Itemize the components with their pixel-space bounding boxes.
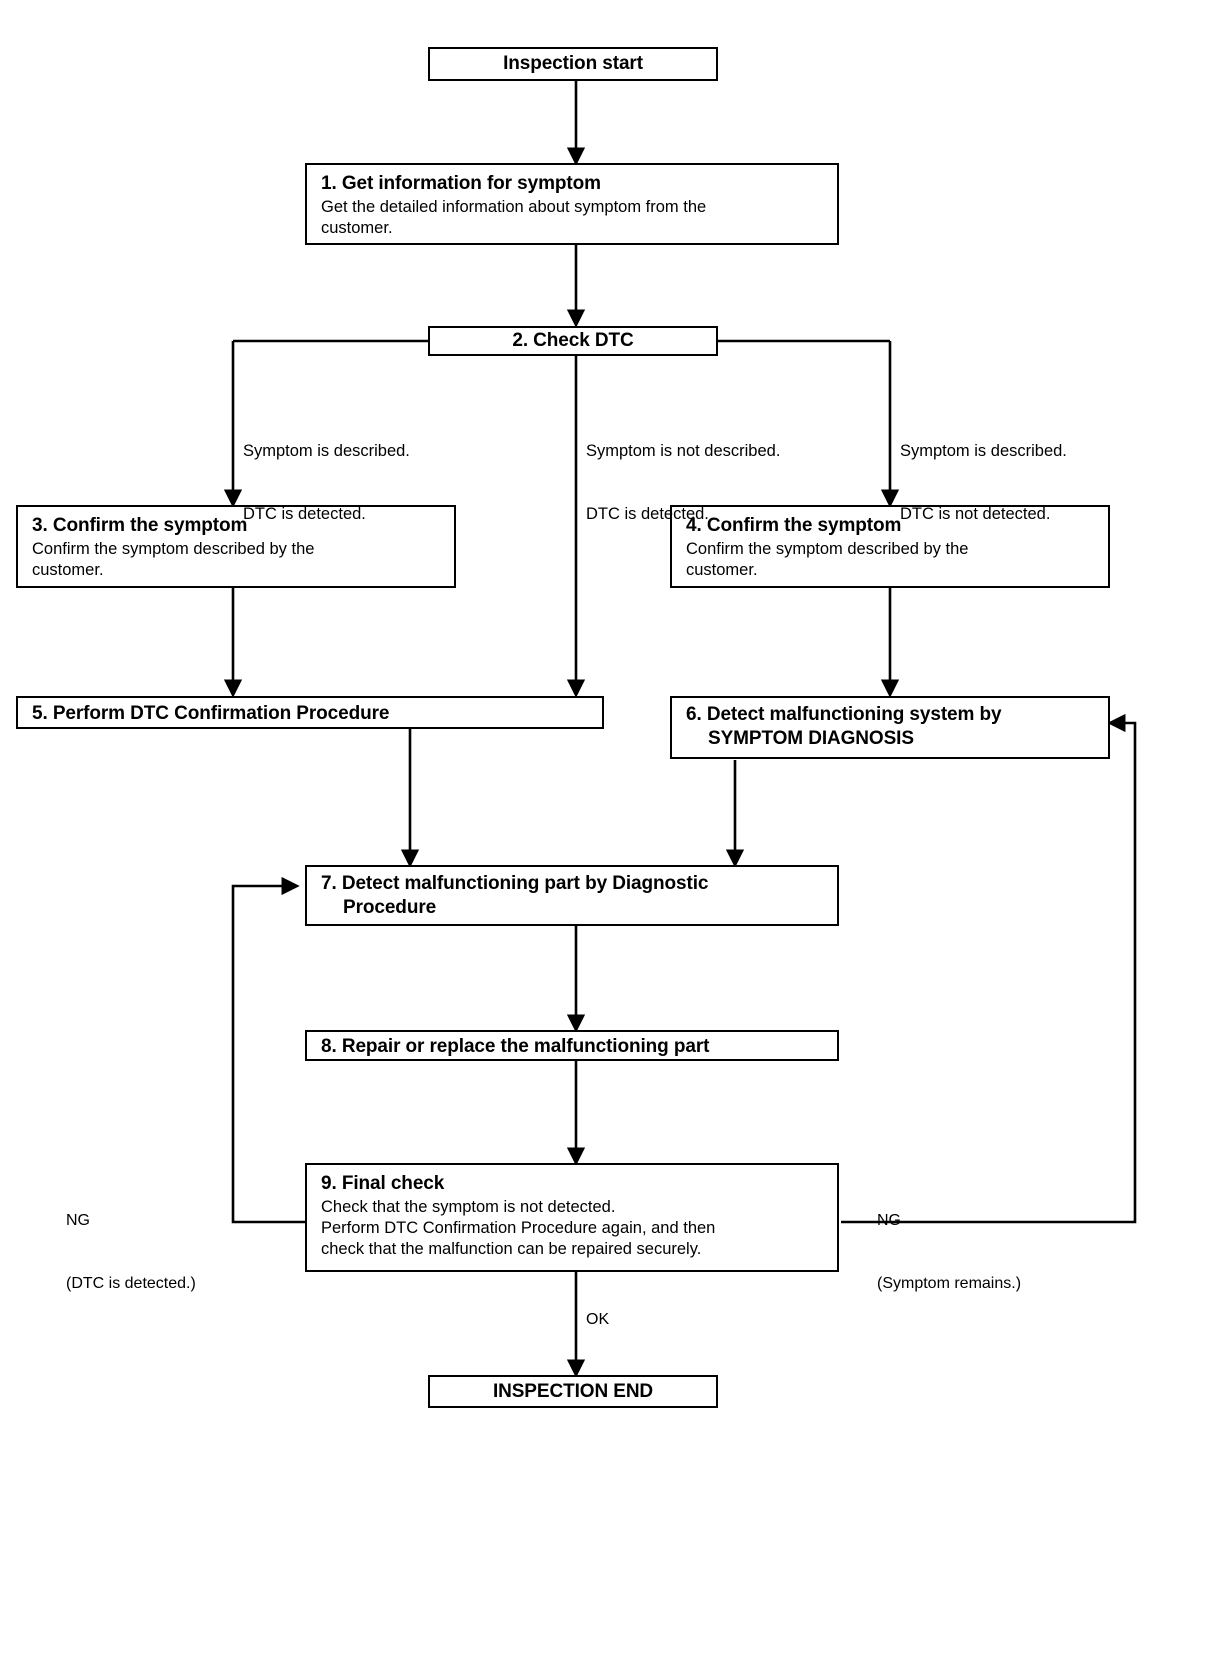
node-step-2[interactable]: 2. Check DTC — [428, 326, 718, 356]
node-step-1-title: 1. Get information for symptom — [321, 173, 601, 194]
node-step-4-title: 4. Confirm the symptom — [686, 515, 902, 536]
node-step-1[interactable]: 1. Get information for symptom Get the d… — [305, 163, 839, 245]
edge-label-branch-right-line-2: DTC is not detected. — [900, 505, 1051, 523]
node-step-9-body-line-2: Perform DTC Confirmation Procedure again… — [321, 1219, 716, 1237]
edge-label-ng-left-line-2: (DTC is detected.) — [66, 1275, 196, 1292]
node-step-5-title: 5. Perform DTC Confirmation Procedure — [32, 703, 390, 724]
node-step-3-body-line-2: customer. — [32, 561, 104, 579]
node-step-9-body-line-1: Check that the symptom is not detected. — [321, 1198, 616, 1216]
node-step-8[interactable]: 8. Repair or replace the malfunctioning … — [305, 1030, 839, 1061]
edge-label-branch-left: Symptom is described. DTC is detected. — [243, 399, 410, 546]
node-step-4-body-line-2: customer. — [686, 561, 758, 579]
node-inspection-start-label: Inspection start — [503, 53, 643, 74]
node-step-3[interactable]: 3. Confirm the symptom Confirm the sympt… — [16, 505, 456, 588]
node-step-7[interactable]: 7. Detect malfunctioning part by Diagnos… — [305, 865, 839, 926]
edge-ng-left-loop — [231, 876, 305, 1224]
node-step-1-body-line-1: Get the detailed information about sympt… — [321, 198, 707, 216]
node-step-7-title-line-2: Procedure — [343, 897, 437, 918]
edge-label-ng-right-line-2: (Symptom remains.) — [877, 1275, 1022, 1292]
node-step-6-title-line-2: SYMPTOM DIAGNOSIS — [708, 728, 914, 749]
node-inspection-end[interactable]: INSPECTION END — [428, 1375, 718, 1408]
node-inspection-start[interactable]: Inspection start — [428, 47, 718, 81]
node-step-6-title-line-1: 6. Detect malfunctioning system by — [686, 704, 1002, 725]
edge-label-ng-right: NG (Symptom remains.) — [877, 1168, 1021, 1315]
edge-label-branch-middle-line-1: Symptom is not described. — [586, 442, 781, 460]
edge-label-branch-left-line-2: DTC is detected. — [243, 505, 366, 523]
node-step-9-title: 9. Final check — [321, 1173, 445, 1194]
edge-label-ng-left-line-1: NG — [66, 1212, 90, 1229]
node-step-9[interactable]: 9. Final check Check that the symptom is… — [305, 1163, 839, 1272]
node-step-3-body-line-1: Confirm the symptom described by the — [32, 540, 315, 558]
node-step-9-body-line-3: check that the malfunction can be repair… — [321, 1240, 702, 1258]
edge-label-branch-middle-line-2: DTC is detected. — [586, 505, 709, 523]
edge-label-ok: OK — [586, 1311, 610, 1328]
node-step-7-title-line-1: 7. Detect malfunctioning part by Diagnos… — [321, 873, 709, 894]
edge-label-branch-right: Symptom is described. DTC is not detecte… — [900, 399, 1067, 546]
node-step-6[interactable]: 6. Detect malfunctioning system by SYMPT… — [670, 696, 1110, 759]
node-step-1-body-line-2: customer. — [321, 219, 393, 237]
edge-ng-right-loop — [841, 713, 1137, 1224]
node-step-3-title: 3. Confirm the symptom — [32, 515, 248, 536]
node-step-4-body-line-1: Confirm the symptom described by the — [686, 540, 969, 558]
node-step-2-title: 2. Check DTC — [512, 330, 634, 351]
edge-label-branch-left-line-1: Symptom is described. — [243, 442, 410, 460]
edge-label-ng-right-line-1: NG — [877, 1212, 901, 1229]
node-inspection-end-label: INSPECTION END — [492, 1380, 654, 1402]
edge-label-ng-left: NG (DTC is detected.) — [66, 1168, 196, 1315]
node-step-5[interactable]: 5. Perform DTC Confirmation Procedure — [16, 696, 604, 729]
edge-label-branch-middle: Symptom is not described. DTC is detecte… — [586, 399, 780, 546]
node-step-4[interactable]: 4. Confirm the symptom Confirm the sympt… — [670, 505, 1110, 588]
edge-label-branch-right-line-1: Symptom is described. — [900, 442, 1067, 460]
node-step-8-title: 8. Repair or replace the malfunctioning … — [321, 1036, 710, 1057]
